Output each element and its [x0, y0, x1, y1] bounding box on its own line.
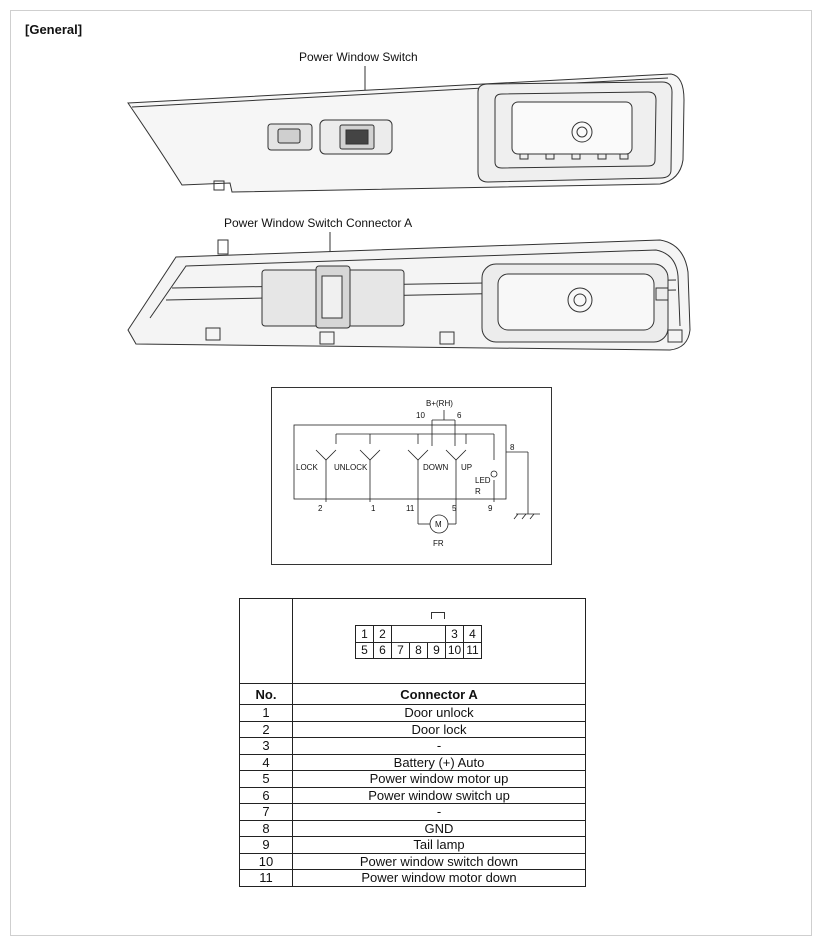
grid-pin: 10: [445, 641, 464, 659]
row-no: 4: [239, 753, 293, 771]
grid-pin: 2: [373, 625, 392, 643]
pin-label-10: 10: [416, 411, 425, 420]
row-no: 7: [239, 803, 293, 821]
grid-pin: 9: [427, 641, 446, 659]
row-desc: -: [292, 803, 586, 821]
pin-label-8: 8: [510, 443, 515, 452]
motor-label: FR: [433, 539, 444, 548]
caption-power-window-switch: Power Window Switch: [299, 50, 418, 64]
pin-label-1: 1: [371, 504, 376, 513]
row-desc: Door unlock: [292, 704, 586, 722]
pin-label-11: 11: [406, 504, 415, 513]
motor-symbol: M: [435, 520, 442, 529]
table-corner-cell: [239, 598, 293, 684]
grid-pin: 8: [409, 641, 428, 659]
grid-pin: 11: [463, 641, 482, 659]
switch-label-lock: LOCK: [296, 463, 318, 472]
grid-pin: 4: [463, 625, 482, 643]
switch-label-down: DOWN: [423, 463, 449, 472]
caption-connector-a: Power Window Switch Connector A: [224, 216, 413, 230]
pin-label-9: 9: [488, 504, 493, 513]
led-label: LED: [475, 476, 491, 485]
row-no: 11: [239, 869, 293, 887]
switch-label-unlock: UNLOCK: [334, 463, 368, 472]
row-no: 1: [239, 704, 293, 722]
grid-pin: 5: [355, 641, 374, 659]
row-no: 5: [239, 770, 293, 788]
row-desc: Power window switch up: [292, 786, 586, 804]
r-label: R: [475, 487, 481, 496]
header-connector: Connector A: [292, 683, 586, 705]
pin-label-5: 5: [452, 504, 457, 513]
row-desc: Power window motor down: [292, 869, 586, 887]
row-no: 9: [239, 836, 293, 854]
grid-pin: 3: [445, 625, 464, 643]
row-desc: Power window switch down: [292, 852, 586, 870]
row-no: 8: [239, 819, 293, 837]
grid-pin: 7: [391, 641, 410, 659]
row-no: 3: [239, 737, 293, 755]
row-no: 10: [239, 852, 293, 870]
connector-latch: [431, 612, 445, 619]
row-no: 6: [239, 786, 293, 804]
supply-label: B+(RH): [426, 399, 453, 408]
connector-diagram-cell: 1 2 3 4 5 6 7 8 9 10 11: [292, 598, 586, 684]
grid-pin: 6: [373, 641, 392, 659]
row-no: 2: [239, 720, 293, 738]
row-desc: -: [292, 737, 586, 755]
header-no: No.: [239, 683, 293, 705]
pin-label-2: 2: [318, 504, 323, 513]
grid-gap: [391, 625, 446, 643]
row-desc: Power window motor up: [292, 770, 586, 788]
grid-pin: 1: [355, 625, 374, 643]
schematic-drawing: B+(RH) 10 6 LOCK UNLOCK DOWN UP LED R 2 …: [293, 399, 540, 548]
switch-label-up: UP: [461, 463, 472, 472]
connector-pin-table: 1 2 3 4 5 6 7 8 9 10 11 No. Connecto: [239, 598, 586, 887]
row-desc: Door lock: [292, 720, 586, 738]
connector-pin-grid: 1 2 3 4 5 6 7 8 9 10 11: [355, 625, 482, 659]
section-title: [General]: [25, 22, 83, 37]
row-desc: Tail lamp: [292, 836, 586, 854]
row-desc: GND: [292, 819, 586, 837]
wiring-schematic: [271, 387, 552, 565]
row-desc: Battery (+) Auto: [292, 753, 586, 771]
page-frame: [10, 10, 812, 936]
switch-illustrations: [127, 66, 691, 351]
pin-label-6: 6: [457, 411, 462, 420]
